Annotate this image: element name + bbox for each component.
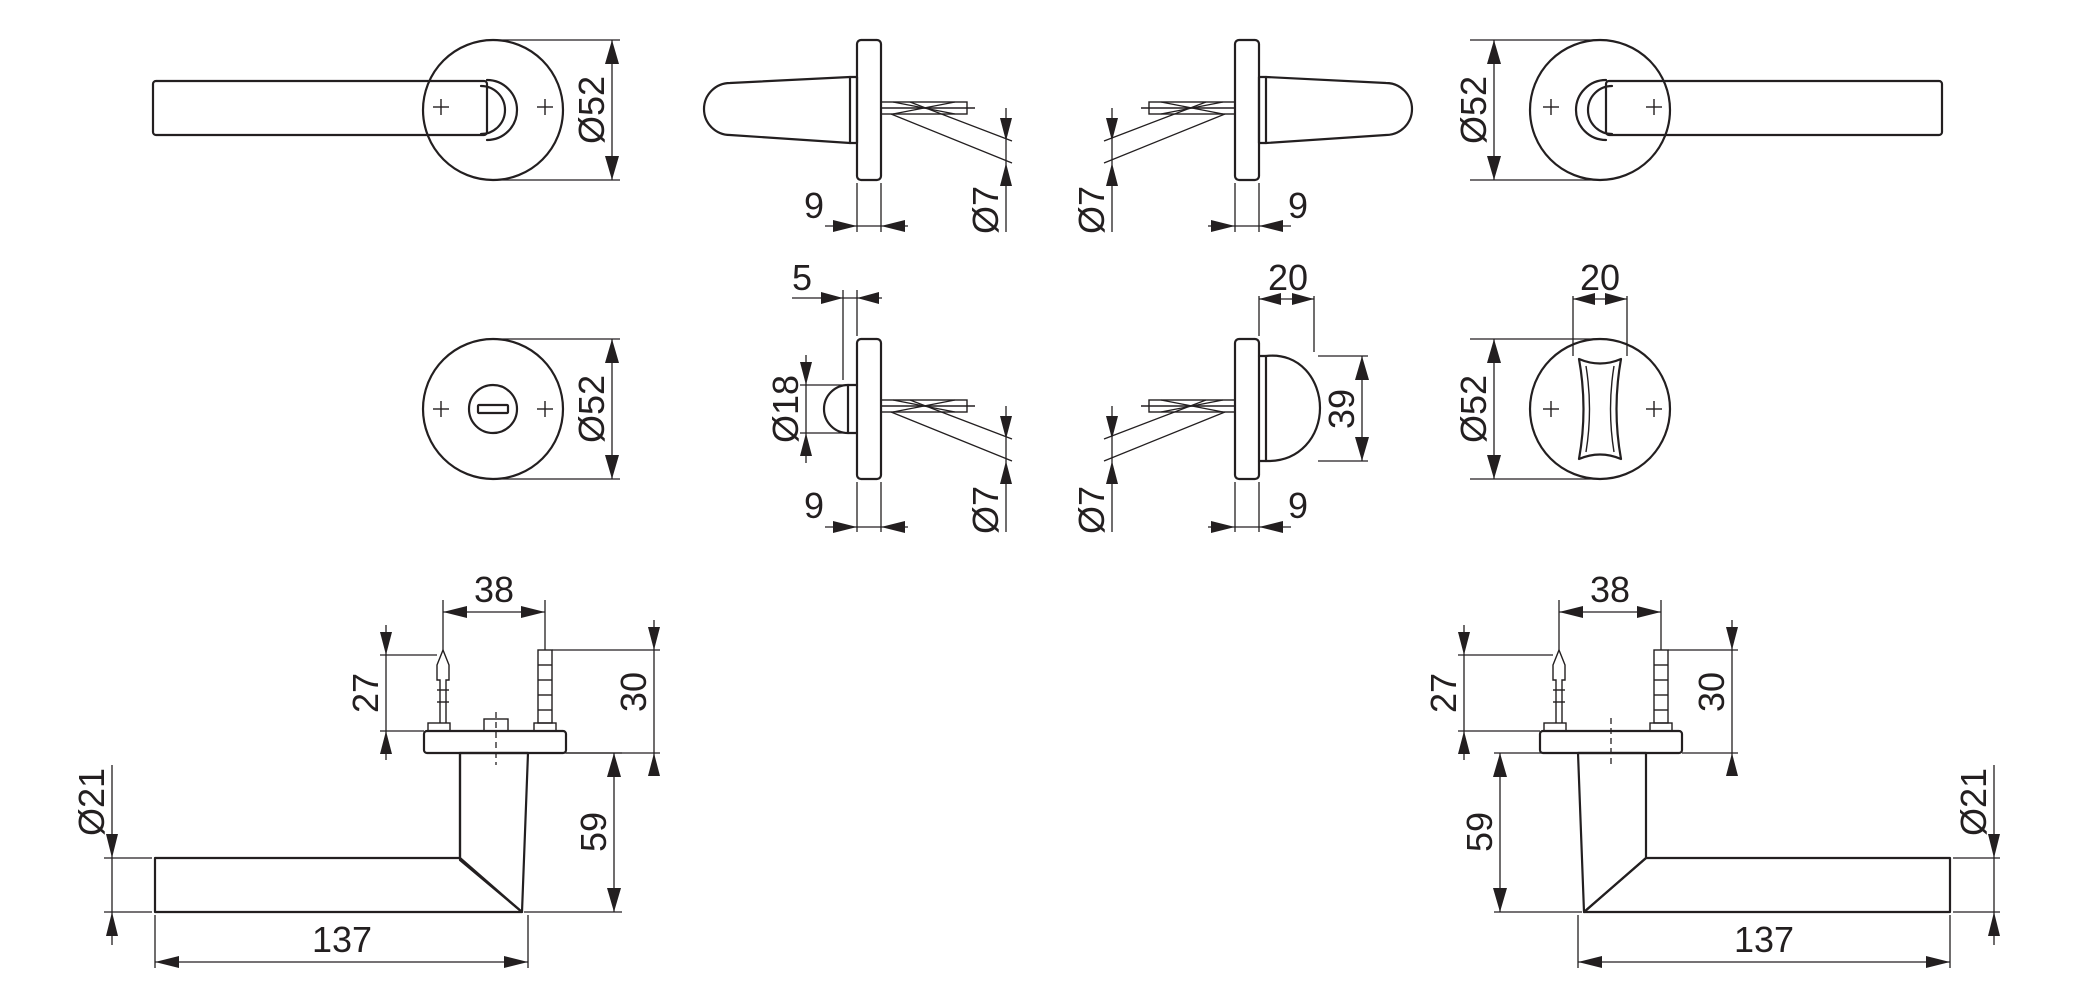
dim-handle-dia-right: Ø21: [1953, 768, 1994, 836]
top-view-lever-left: 38 27 30 59 Ø21 137: [71, 569, 660, 968]
dim-knob-height-mid: 39: [1321, 389, 1362, 429]
top-view-lever-right: 38 27 30 59 Ø21 137: [1423, 569, 2000, 968]
dim-offset-mid: 5: [792, 257, 812, 298]
dim-rose-dia-mid-left: Ø52: [571, 375, 612, 443]
dim-rose-dia-top-left: Ø52: [571, 76, 612, 144]
side-view-thumbturn: 20 39 9 Ø7: [1071, 257, 1369, 534]
dim-screw-spacing-left: 38: [474, 569, 514, 610]
dim-pin-height-left: 30: [613, 672, 654, 712]
front-view-lever-left: Ø52: [151, 38, 620, 182]
dim-screw-height-right: 27: [1423, 673, 1464, 713]
dim-projection-right: 59: [1459, 812, 1500, 852]
dim-screw-spacing-right: 38: [1590, 569, 1630, 610]
front-view-lever-right: Ø52: [1453, 38, 1944, 182]
side-view-lever-right: 9 Ø7: [1071, 38, 1414, 234]
dim-thumbturn-width: 20: [1580, 257, 1620, 298]
side-view-lever-left: 9 Ø7: [702, 38, 1013, 234]
dim-spindle-dia-mid-right: Ø7: [1071, 486, 1112, 534]
dim-length-left: 137: [312, 919, 372, 960]
dim-side-gap-top-right: 9: [1288, 185, 1308, 226]
dim-pin-height-right: 30: [1691, 672, 1732, 712]
dim-spindle-dia-top-left: Ø7: [965, 186, 1006, 234]
dim-turn-dia-mid: Ø18: [765, 375, 806, 443]
dim-spindle-dia-mid-left: Ø7: [965, 486, 1006, 534]
dim-knob-width-mid: 20: [1268, 257, 1308, 298]
dim-screw-height-left: 27: [345, 673, 386, 713]
dim-side-gap-top-left: 9: [804, 185, 824, 226]
side-view-wc-indicator: 5 Ø18 9 Ø7: [765, 257, 1013, 534]
front-view-wc-rose: Ø52: [421, 337, 620, 481]
dim-rose-dia-mid-right: Ø52: [1453, 375, 1494, 443]
dim-side-gap-mid-right: 9: [1288, 485, 1308, 526]
dim-side-gap-mid-left: 9: [804, 485, 824, 526]
dim-length-right: 137: [1734, 919, 1794, 960]
dim-rose-dia-top-right: Ø52: [1453, 76, 1494, 144]
front-view-thumbturn-rose: 20 Ø52: [1453, 257, 1672, 481]
dim-projection-left: 59: [573, 812, 614, 852]
dim-spindle-dia-top-right: Ø7: [1071, 186, 1112, 234]
dim-handle-dia-left: Ø21: [71, 768, 112, 836]
